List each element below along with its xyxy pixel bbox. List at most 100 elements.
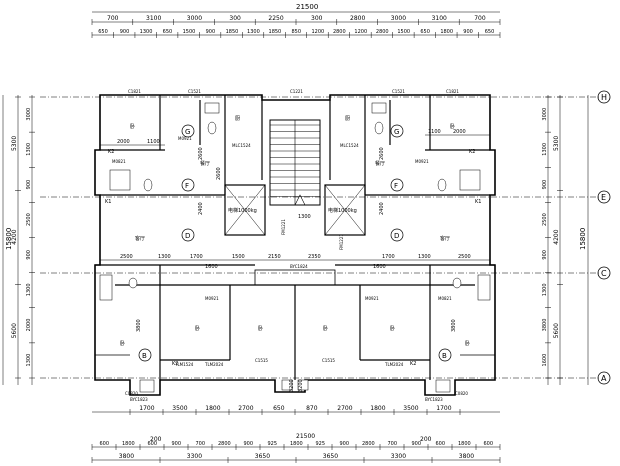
- svg-text:B: B: [442, 352, 447, 360]
- svg-text:D: D: [394, 232, 399, 240]
- room-label: 卧: [465, 340, 470, 347]
- axis-bubble-g-right: G: [390, 124, 404, 138]
- room-label: 卧: [120, 340, 125, 347]
- dim-value: 1850: [226, 29, 239, 35]
- inner-dim: 1300: [158, 254, 171, 260]
- dim-value: 1600: [542, 354, 548, 367]
- dim-value: 1500: [397, 29, 410, 35]
- axis-grid: H E C A: [40, 90, 611, 385]
- bottom-offset-right: 200: [420, 436, 432, 443]
- tub-fixture: [109, 169, 131, 191]
- inner-dim: 2500: [458, 254, 471, 260]
- dim-value: 1300: [26, 283, 32, 296]
- door-code: TLM2024: [204, 362, 224, 367]
- inner-dim: 1700: [190, 254, 203, 260]
- dim-value: 600: [148, 441, 158, 447]
- toilet-fixture: [452, 277, 462, 289]
- door-code: M0921: [415, 159, 429, 164]
- dim-value: 1800: [205, 405, 220, 412]
- dim-value: 700: [388, 441, 398, 447]
- dim-value: 2700: [238, 405, 253, 412]
- svg-text:C: C: [601, 269, 607, 278]
- dim-value: 1800: [440, 29, 453, 35]
- inner-dim: 3800: [451, 319, 457, 332]
- inner-dim: 1600: [373, 264, 386, 270]
- inner-dim: 2600: [216, 167, 222, 180]
- inner-dim: 2600: [198, 147, 204, 160]
- elevator-right-label: 电梯1000kg: [328, 207, 357, 214]
- counter-fixture: [99, 274, 113, 301]
- room-label: 厨: [345, 116, 350, 122]
- svg-text:H: H: [601, 93, 607, 102]
- dim-value: 5600: [553, 323, 560, 338]
- door-code: M0921: [205, 296, 219, 301]
- window-code: K2: [108, 149, 114, 155]
- dim-value: 1200: [311, 29, 324, 35]
- dim-value: 3500: [172, 405, 187, 412]
- dim-value: 1850: [269, 29, 282, 35]
- inner-dim: 1100: [147, 139, 160, 145]
- dim-value: 3800: [119, 453, 134, 460]
- axis-bubble-d-right: D: [390, 228, 404, 242]
- dim-value: 1300: [542, 283, 548, 296]
- svg-text:B: B: [142, 352, 147, 360]
- inner-dim: 1700: [382, 254, 395, 260]
- dim-value: 5600: [11, 323, 18, 338]
- inner-dim: 3200: [298, 379, 304, 392]
- door-code: M0821: [438, 296, 452, 301]
- door-code: FM1221: [339, 234, 344, 250]
- dim-value: 2250: [268, 15, 283, 22]
- window-code: C1515: [255, 358, 268, 363]
- room-label: 餐厅: [375, 160, 385, 167]
- inner-axis-bubbles: G F D B G F D B: [138, 124, 452, 362]
- inner-dim: 1100: [428, 129, 441, 135]
- inner-dim: 2000: [117, 139, 130, 145]
- dim-value: 700: [196, 441, 206, 447]
- dim-value: 650: [163, 29, 173, 35]
- window-code: C1521: [188, 89, 201, 94]
- inner-dim: 1500: [232, 254, 245, 260]
- door-code: MLC1524: [340, 143, 359, 148]
- dim-value: 1300: [26, 354, 32, 367]
- axis-bubble-b-right: B: [438, 348, 452, 362]
- dim-value: 850: [292, 29, 302, 35]
- dim-value: 900: [542, 250, 548, 260]
- window-code: BYC1823: [425, 397, 443, 402]
- dim-value: 1800: [370, 405, 385, 412]
- dim-value: 900: [463, 29, 473, 35]
- inner-dim: 2150: [268, 254, 281, 260]
- window-code: K1: [105, 199, 111, 205]
- dim-value: 2800: [218, 441, 231, 447]
- inner-dim: 2350: [308, 254, 321, 260]
- dim-value: 900: [120, 29, 130, 35]
- dim-value: 3650: [323, 453, 338, 460]
- window-code: C1821: [128, 89, 141, 94]
- room-label: 卧: [450, 123, 455, 130]
- window-code: C1821: [446, 89, 459, 94]
- dim-value: 3650: [255, 453, 270, 460]
- dim-value: 1700: [436, 405, 451, 412]
- dim-value: 1200: [354, 29, 367, 35]
- dim-value: 900: [172, 441, 182, 447]
- dim-value: 1500: [183, 29, 196, 35]
- axis-bubble-b-left: B: [138, 348, 152, 362]
- room-label: 客厅: [440, 235, 450, 242]
- overall-dim-right: 15800: [579, 228, 587, 250]
- dim-value: 3300: [187, 453, 202, 460]
- dim-value: 650: [98, 29, 108, 35]
- dim-value: 900: [340, 441, 350, 447]
- toilet-fixture: [128, 277, 138, 289]
- inner-dim: 2500: [120, 254, 133, 260]
- dim-value: 600: [100, 441, 110, 447]
- axis-bubble-d-left: D: [181, 228, 195, 242]
- window-code: BYC1823: [130, 397, 148, 402]
- sink-fixture: [204, 102, 220, 114]
- dim-value: 3300: [391, 453, 406, 460]
- overall-dim-left: 15800: [5, 228, 13, 250]
- elevator-right: [324, 184, 366, 236]
- svg-text:G: G: [185, 128, 190, 136]
